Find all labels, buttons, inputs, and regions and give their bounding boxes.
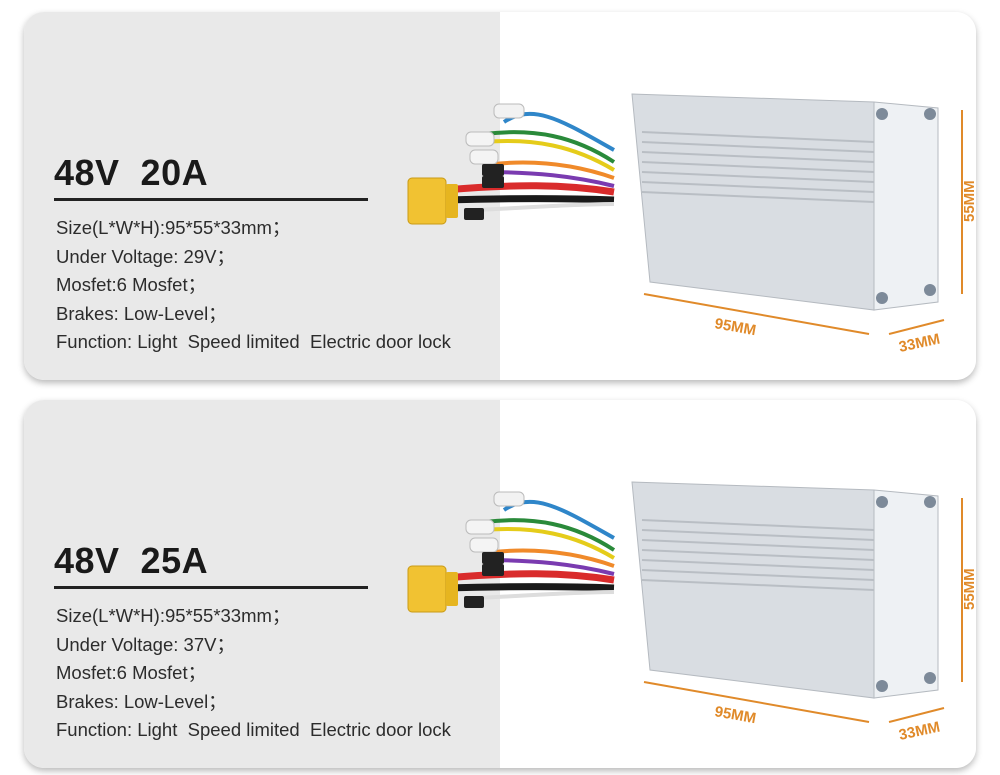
spec-mosfet: Mosfet:6 Mosfet； [56,662,207,683]
wire-harness [443,112,616,212]
dimension-width: 33MM [897,331,941,356]
spec-size: Size(L*W*H):95*55*33mm； [56,605,291,626]
connector-plugs [407,491,525,613]
spec-mosfet: Mosfet:6 Mosfet； [56,274,207,295]
product-title: 48V 20A [54,152,209,193]
spec-function: Function: Light Speed limited Electric d… [56,331,451,352]
wire-harness [443,500,616,600]
dimension-length: 95MM [713,315,757,339]
title-underline [54,586,368,589]
product-card-20a: 48V 20A Size(L*W*H):95*55*33mm； Under Vo… [24,12,976,380]
product-title: 48V 25A [54,540,209,581]
spec-size: Size(L*W*H):95*55*33mm； [56,217,291,238]
controller-image: 95MM 55MM 33MM [407,481,976,744]
dimension-height: 55MM [961,180,976,222]
spec-brakes: Brakes: Low-Level； [56,302,227,324]
dimension-length: 95MM [713,703,757,727]
title-underline [54,198,368,201]
spec-under-voltage: Under Voltage: 29V； [56,245,235,267]
spec-function: Function: Light Speed limited Electric d… [56,719,451,740]
dimension-lines [643,110,963,335]
connector-plugs [407,103,525,225]
controller-housing [631,93,939,311]
dimension-height: 55MM [961,568,976,610]
dimension-width: 33MM [897,719,941,744]
spec-list: Size(L*W*H):95*55*33mm； Under Voltage: 3… [56,602,451,745]
controller-housing [631,481,939,699]
spec-brakes: Brakes: Low-Level； [56,690,227,712]
spec-list: Size(L*W*H):95*55*33mm； Under Voltage: 2… [56,214,451,357]
dimension-lines [643,498,963,723]
product-card-25a: 48V 25A Size(L*W*H):95*55*33mm； Under Vo… [24,400,976,768]
controller-image: 95MM 55MM 33MM [407,93,976,356]
spec-under-voltage: Under Voltage: 37V； [56,633,235,655]
